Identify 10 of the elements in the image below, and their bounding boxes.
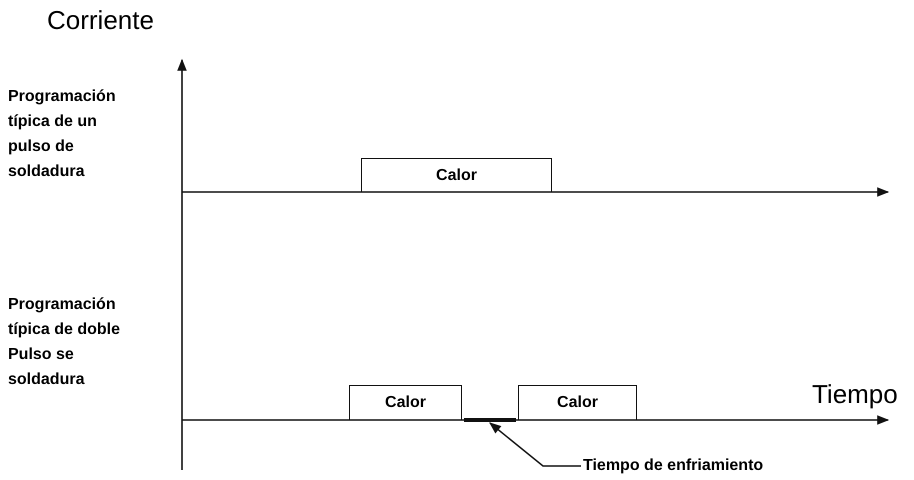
row-label: Programación típica de un pulso de soldadura	[8, 87, 117, 182]
pulse-box: Calor	[361, 158, 552, 192]
axis-title: Corriente	[47, 4, 155, 36]
row-label: Programación típica de doble Pulso se soldadura	[8, 295, 122, 390]
annotation-text: Tiempo de enfriamiento	[583, 453, 783, 479]
leader-line	[489, 422, 581, 467]
pulse-box: Calor	[518, 385, 637, 420]
cooling-interval	[464, 418, 516, 422]
axis-title: Tiempo	[812, 378, 899, 410]
pulse-box: Calor	[349, 385, 462, 420]
